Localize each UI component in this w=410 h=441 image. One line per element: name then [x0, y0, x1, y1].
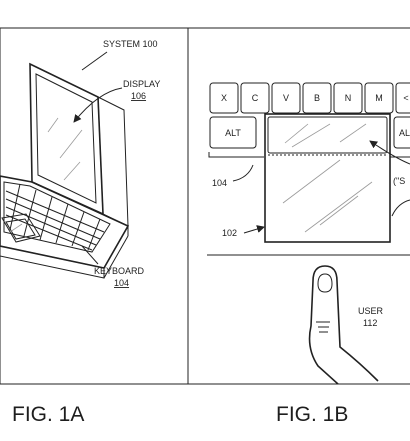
- user-ref: 112: [363, 318, 377, 328]
- fig-1a-caption: FIG. 1A: [12, 403, 84, 426]
- key-v-label: V: [283, 93, 289, 103]
- key-m: [364, 82, 394, 114]
- touchpad-ref-leader: [243, 225, 265, 234]
- alt-key-left-label: ALT: [225, 128, 241, 138]
- key-b-label: B: [314, 93, 320, 103]
- key-comma: [395, 82, 410, 114]
- keyboard-ref-leader: [232, 164, 254, 182]
- key-n: [333, 82, 363, 114]
- touchpad-ref: 102: [222, 228, 237, 238]
- user-finger: [308, 265, 379, 385]
- key-x-label: X: [221, 93, 227, 103]
- user-label: USER: [358, 306, 384, 316]
- system-label: SYSTEM 100: [103, 39, 158, 49]
- keyboard-ref: 104: [114, 278, 129, 288]
- alt-key-right: [393, 116, 410, 149]
- alt-key-right-label: AL: [399, 128, 410, 138]
- key-n-label: N: [345, 93, 352, 103]
- keyboard-ref-1b: 104: [212, 178, 227, 188]
- key-row: X C V B N M <: [209, 82, 410, 114]
- touchpad-hatching: [282, 123, 373, 233]
- partial-label: ("S: [393, 176, 405, 186]
- system-leader: [81, 51, 108, 71]
- laptop-drawing: [0, 62, 130, 279]
- key-m-label: M: [375, 93, 383, 103]
- key-v: [271, 82, 301, 114]
- touchpad: [264, 113, 391, 243]
- strip-arrow: [369, 140, 410, 165]
- key-comma-label: <: [403, 93, 408, 103]
- display-ref: 106: [131, 91, 146, 101]
- touchpad-strip: [267, 116, 388, 154]
- key-x: [209, 82, 239, 114]
- key-c: [240, 82, 270, 114]
- key-b: [302, 82, 332, 114]
- display-leader: [73, 87, 123, 123]
- keyboard-leader: [81, 245, 99, 265]
- keyboard-label: KEYBOARD: [94, 266, 145, 276]
- touchpad-arrow: [391, 199, 410, 217]
- alt-key-left: [209, 116, 257, 149]
- key-c-label: C: [252, 93, 259, 103]
- fig-1b-caption: FIG. 1B: [276, 403, 348, 426]
- keyboard-edge: [208, 152, 410, 158]
- display-label: DISPLAY: [123, 79, 160, 89]
